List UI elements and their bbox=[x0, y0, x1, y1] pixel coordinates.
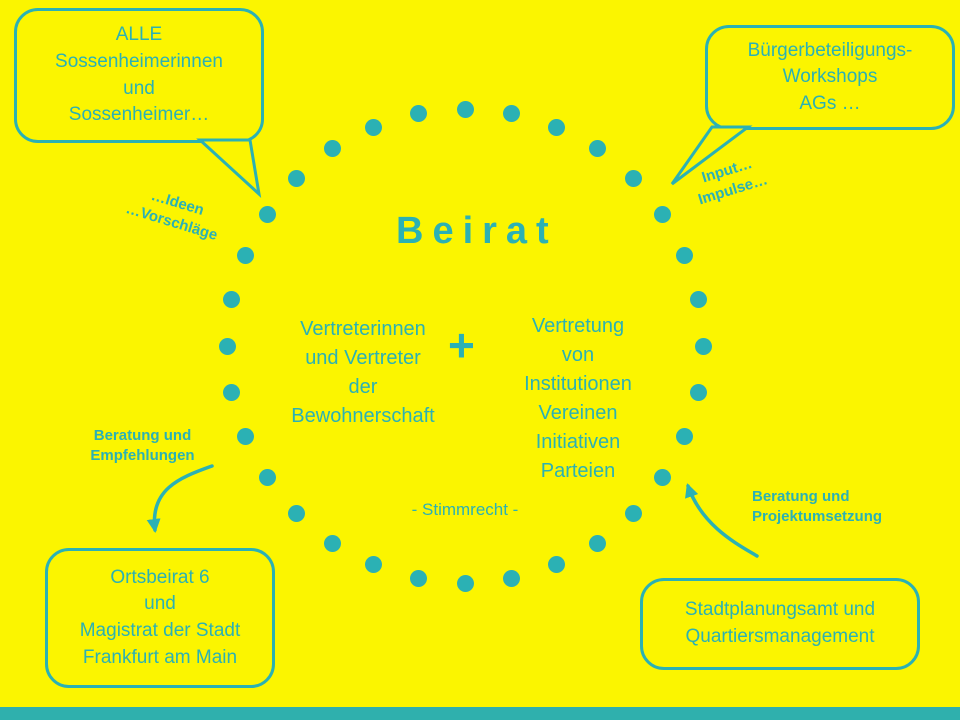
arrow-to-ortsbeirat bbox=[146, 464, 214, 533]
label-advice-recommendations: Beratung und Empfehlungen bbox=[90, 427, 195, 465]
circle-dot bbox=[654, 469, 672, 487]
box-stadtplanungsamt-text: Stadtplanungsamt und Quartiersmanagement bbox=[684, 599, 876, 647]
circle-dot bbox=[694, 337, 712, 355]
speech-bubble-workshops-text: Bürgerbeteiligungs- Workshops AGs … bbox=[747, 39, 913, 114]
box-ortsbeirat-magistrat-text: Ortsbeirat 6 und Magistrat der Stadt Fra… bbox=[79, 566, 241, 668]
circle-dot bbox=[689, 291, 707, 309]
circle-dot bbox=[588, 140, 606, 158]
box-ortsbeirat-magistrat: Ortsbeirat 6 und Magistrat der Stadt Fra… bbox=[45, 548, 275, 688]
circle-dot bbox=[502, 569, 520, 587]
circle-dot bbox=[324, 534, 342, 552]
circle-dot bbox=[324, 140, 342, 158]
circle-dot bbox=[624, 505, 642, 523]
institutions-representation-text: Vertretung von Institutionen Vereinen In… bbox=[524, 315, 632, 482]
arrow-from-stadtplanungsamt bbox=[685, 483, 759, 558]
circle-dot bbox=[410, 569, 428, 587]
speech-bubble-tail-left bbox=[196, 138, 262, 199]
circle-dot bbox=[676, 428, 694, 446]
speech-bubble-workshops: Bürgerbeteiligungs- Workshops AGs … bbox=[705, 25, 955, 130]
circle-dot bbox=[236, 246, 254, 264]
circle-dot bbox=[456, 100, 474, 118]
diagram-title: Beirat bbox=[396, 210, 558, 252]
bottom-border-bar bbox=[0, 707, 960, 720]
plus-sign: + bbox=[448, 319, 475, 371]
circle-dot bbox=[258, 469, 276, 487]
residents-representatives-text: Vertreterinnen und Vertreter der Bewohne… bbox=[291, 318, 435, 427]
speech-bubble-all-residents-text: ALLE Sossenheimerinnen und Sossenheimer… bbox=[55, 24, 223, 126]
circle-dot bbox=[236, 428, 254, 446]
circle-dot bbox=[547, 556, 565, 574]
circle-dot bbox=[365, 556, 383, 574]
circle-dot bbox=[223, 291, 241, 309]
circle-dot bbox=[456, 574, 474, 592]
box-stadtplanungsamt: Stadtplanungsamt und Quartiersmanagement bbox=[640, 578, 920, 670]
circle-dot bbox=[588, 534, 606, 552]
voting-right-note: - Stimmrecht - bbox=[411, 500, 519, 519]
circle-dot bbox=[223, 383, 241, 401]
circle-dot bbox=[676, 246, 694, 264]
circle-dot bbox=[689, 383, 707, 401]
label-advice-implementation: Beratung und Projektumsetzung bbox=[752, 488, 883, 526]
circle-dot bbox=[410, 105, 428, 123]
circle-dot bbox=[288, 505, 306, 523]
speech-bubble-all-residents: ALLE Sossenheimerinnen und Sossenheimer… bbox=[14, 8, 264, 143]
speech-bubble-tail-right bbox=[670, 125, 753, 186]
circle-dot bbox=[288, 169, 306, 187]
circle-dot bbox=[365, 118, 383, 136]
circle-dot bbox=[547, 118, 565, 136]
circle-dot bbox=[502, 105, 520, 123]
circle-dot bbox=[218, 337, 236, 355]
circle-dot bbox=[624, 169, 642, 187]
circle-dot bbox=[258, 205, 276, 223]
circle-dot bbox=[654, 205, 672, 223]
